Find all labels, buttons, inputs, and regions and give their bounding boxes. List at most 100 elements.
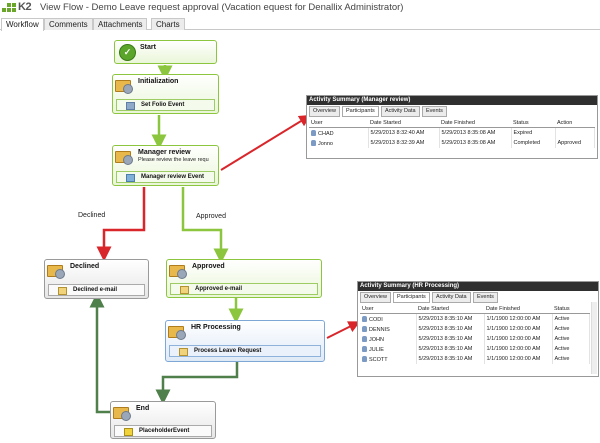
connector-hr-end xyxy=(155,362,239,405)
line-label-approved: Approved xyxy=(196,213,226,220)
column-header: Status xyxy=(511,118,555,128)
cell-date-started: 5/29/2013 8:35:10 AM xyxy=(416,313,485,324)
table-row[interactable]: DENNIS 5/29/2013 8:35:10 AM 1/1/1900 12:… xyxy=(360,324,590,334)
cell-date-finished: 1/1/1900 12:00:00 AM xyxy=(484,334,553,344)
callout-arrow-hr xyxy=(326,321,361,339)
column-header: Action xyxy=(555,118,595,128)
panel-tab-activity-data[interactable]: Activity Data xyxy=(381,106,420,117)
panel-tab-events[interactable]: Events xyxy=(422,106,447,117)
cell-status: Active xyxy=(552,344,590,354)
server-event-icon xyxy=(126,102,135,110)
activity-folder-icon xyxy=(115,148,133,165)
set-folio-event[interactable]: Set Folio Event xyxy=(116,99,215,111)
cell-date-finished: 1/1/1900 12:00:00 AM xyxy=(484,324,553,334)
column-header: Date Started xyxy=(368,118,439,128)
user-icon xyxy=(362,315,367,322)
table-row[interactable]: JULIE 5/29/2013 8:35:10 AM 1/1/1900 12:0… xyxy=(360,344,590,354)
tab-charts[interactable]: Charts xyxy=(151,18,185,30)
panel-title: Activity Summary (Manager review) xyxy=(307,96,597,105)
activity-folder-icon xyxy=(169,262,187,279)
window-header: K2 View Flow - Demo Leave request approv… xyxy=(0,0,600,16)
panel-scrollbar[interactable] xyxy=(591,302,597,374)
approved-email-event[interactable]: Approved e-mail xyxy=(170,283,318,295)
placeholder-event[interactable]: PlaceholderEvent xyxy=(114,425,212,437)
panel-tab-events[interactable]: Events xyxy=(473,292,498,303)
tab-comments[interactable]: Comments xyxy=(44,18,93,30)
end-node[interactable]: End PlaceholderEvent xyxy=(110,401,216,439)
column-header: User xyxy=(360,304,416,314)
table-row[interactable]: Jonno 5/29/2013 8:32:39 AM 5/29/2013 8:3… xyxy=(309,138,595,148)
cell-action xyxy=(555,127,595,138)
cell-status: Active xyxy=(552,313,590,324)
node-subtitle: Please review the leave requ xyxy=(138,157,209,163)
user-icon xyxy=(311,129,316,136)
event-label: PlaceholderEvent xyxy=(139,428,190,434)
cell-user: JOHN xyxy=(369,336,384,343)
panel-tab-overview[interactable]: Overview xyxy=(360,292,391,303)
user-icon xyxy=(311,139,316,146)
panel-tab-overview[interactable]: Overview xyxy=(309,106,340,117)
activity-folder-icon xyxy=(47,262,65,279)
activity-summary-manager-panel: Activity Summary (Manager review) Overvi… xyxy=(306,95,598,159)
declined-email-event[interactable]: Declined e-mail xyxy=(48,284,145,296)
initialization-node[interactable]: Initialization Set Folio Event xyxy=(112,74,219,114)
tab-attachments[interactable]: Attachments xyxy=(93,18,148,30)
hr-processing-node[interactable]: HR Processing Process Leave Request xyxy=(165,320,325,362)
declined-node[interactable]: Declined Declined e-mail xyxy=(44,259,149,299)
event-label: Process Leave Request xyxy=(194,348,262,354)
table-row[interactable]: JOHN 5/29/2013 8:35:10 AM 1/1/1900 12:00… xyxy=(360,334,590,344)
process-leave-request-event[interactable]: Process Leave Request xyxy=(169,345,321,357)
callout-arrow-manager xyxy=(220,114,312,171)
node-title: HR Processing xyxy=(191,324,241,331)
panel-tab-participants[interactable]: Participants xyxy=(393,292,430,303)
manager-review-node[interactable]: Manager review Please review the leave r… xyxy=(112,145,219,186)
cell-user: DENNIS xyxy=(369,326,390,333)
cell-user: CODI xyxy=(369,316,383,323)
connector-end-declined xyxy=(89,292,142,414)
connector-declined xyxy=(96,187,146,262)
activity-summary-hr-panel: Activity Summary (HR Processing) Overvie… xyxy=(357,281,599,377)
node-title: End xyxy=(136,405,150,412)
event-label: Declined e-mail xyxy=(73,287,118,293)
cell-date-finished: 1/1/1900 12:00:00 AM xyxy=(484,354,553,364)
activity-folder-icon xyxy=(113,404,131,421)
start-node[interactable]: ✓ Start xyxy=(114,40,217,64)
cell-date-started: 5/29/2013 8:32:39 AM xyxy=(368,138,440,148)
node-title: Declined xyxy=(70,263,100,270)
activity-folder-icon xyxy=(115,77,133,94)
warning-event-icon xyxy=(124,428,133,436)
column-header: Date Finished xyxy=(439,118,511,128)
cell-action: Approved xyxy=(555,138,595,148)
cell-date-started: 5/29/2013 8:35:10 AM xyxy=(416,354,485,364)
cell-date-started: 5/29/2013 8:35:10 AM xyxy=(416,324,485,334)
panel-title: Activity Summary (HR Processing) xyxy=(358,282,598,291)
cell-user: SCOTT xyxy=(369,356,388,363)
tab-workflow[interactable]: Workflow xyxy=(1,18,44,31)
panel-tab-participants[interactable]: Participants xyxy=(342,106,379,117)
email-event-icon xyxy=(58,287,67,295)
cell-status: Active xyxy=(552,324,590,334)
panel-tab-activity-data[interactable]: Activity Data xyxy=(432,292,471,303)
client-event-icon xyxy=(126,174,135,182)
column-header: Status xyxy=(552,304,590,314)
node-title: Approved xyxy=(192,263,225,270)
cell-date-started: 5/29/2013 8:35:10 AM xyxy=(416,334,485,344)
table-row[interactable]: SCOTT 5/29/2013 8:35:10 AM 1/1/1900 12:0… xyxy=(360,354,590,364)
cell-date-finished: 1/1/1900 12:00:00 AM xyxy=(484,313,553,324)
approved-node[interactable]: Approved Approved e-mail xyxy=(166,259,322,298)
node-title: Manager review xyxy=(138,149,191,156)
participants-table: User Date Started Date Finished Status C… xyxy=(360,304,590,364)
cell-date-started: 5/29/2013 8:32:40 AM xyxy=(368,127,440,138)
cell-date-finished: 5/29/2013 8:35:08 AM xyxy=(439,138,512,148)
table-row[interactable]: CHAD 5/29/2013 8:32:40 AM 5/29/2013 8:35… xyxy=(309,127,595,138)
node-title: Start xyxy=(140,44,156,51)
manager-review-event[interactable]: Manager review Event xyxy=(116,171,215,183)
cell-date-finished: 5/29/2013 8:35:08 AM xyxy=(439,127,512,138)
k2-logo-icon xyxy=(2,2,18,13)
cell-date-finished: 1/1/1900 12:00:00 AM xyxy=(484,344,553,354)
activity-folder-icon xyxy=(168,323,186,340)
cell-status: Completed xyxy=(511,138,556,148)
cell-user: CHAD xyxy=(318,130,334,137)
table-row[interactable]: CODI 5/29/2013 8:35:10 AM 1/1/1900 12:00… xyxy=(360,313,590,324)
connector-approved xyxy=(181,187,229,264)
